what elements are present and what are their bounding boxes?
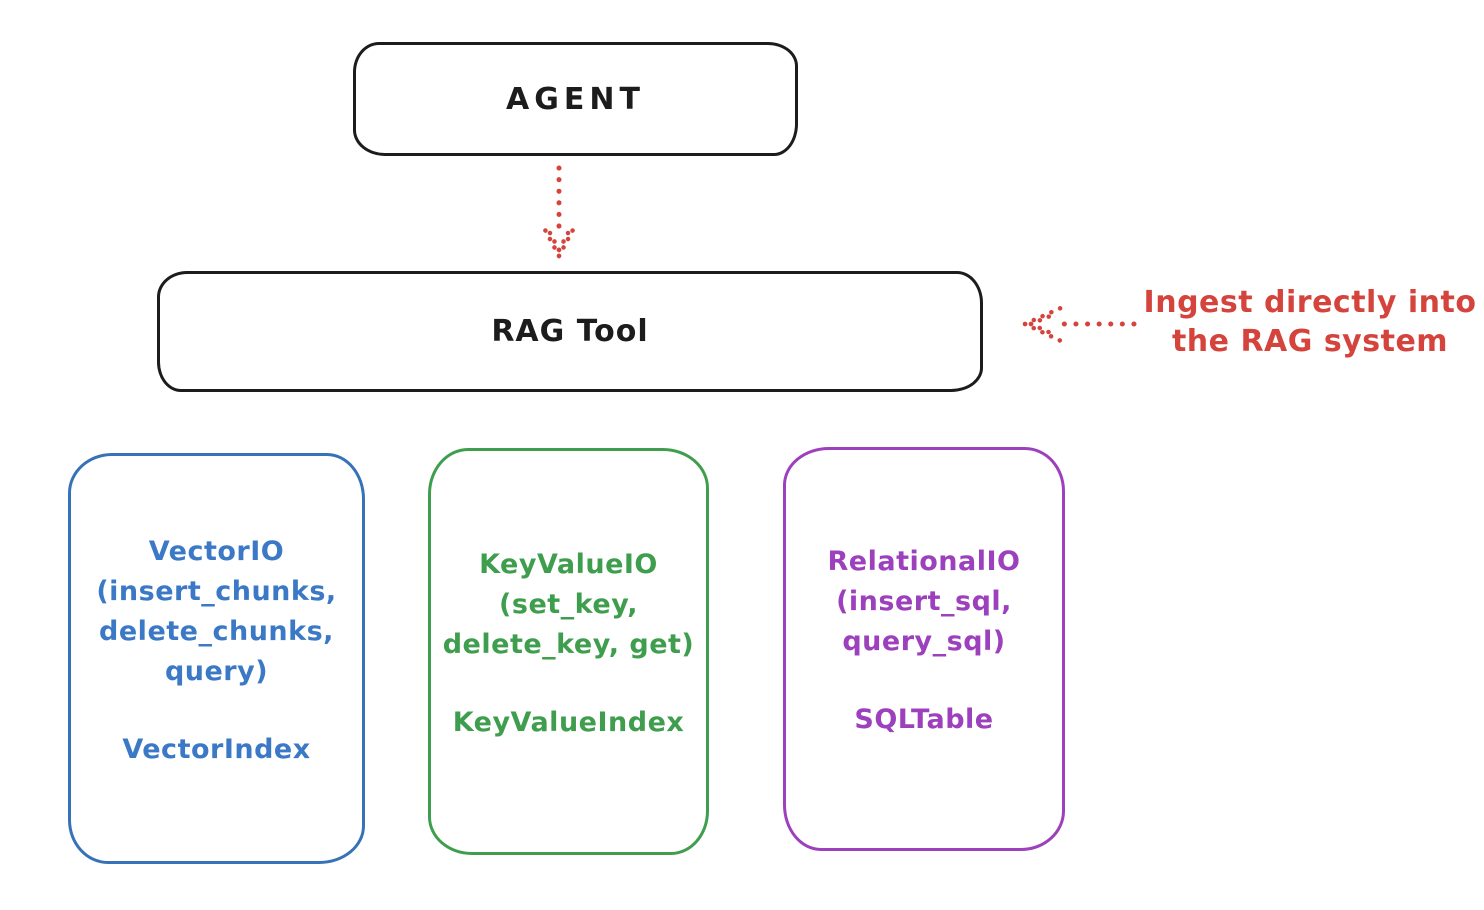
rag-tool-node: RAG Tool bbox=[157, 271, 983, 392]
relational-io-node: RelationalIO (insert_sql, query_sql) SQL… bbox=[783, 447, 1065, 851]
vector-io-params-line3: query) bbox=[164, 655, 269, 687]
vector-io-params-line1: (insert_chunks, bbox=[96, 575, 337, 607]
key-value-io-index-label: KeyValueIndex bbox=[452, 706, 685, 738]
vector-io-title: VectorIO bbox=[148, 535, 285, 567]
vector-io-node: VectorIO (insert_chunks, delete_chunks, … bbox=[68, 453, 365, 864]
ingest-annotation-line1: Ingest directly into bbox=[1143, 285, 1477, 320]
key-value-io-params-line1: (set_key, bbox=[499, 588, 638, 620]
relational-io-params-line1: (insert_sql, bbox=[836, 586, 1012, 617]
relational-io-index-label: SQLTable bbox=[854, 704, 994, 735]
spacer bbox=[786, 662, 1062, 700]
ingest-annotation: Ingest directly into the RAG system bbox=[1138, 283, 1482, 361]
key-value-io-node: KeyValueIO (set_key, delete_key, get) Ke… bbox=[428, 448, 709, 855]
dotted-arrow-left-icon bbox=[1022, 304, 1137, 344]
key-value-io-title: KeyValueIO bbox=[479, 548, 658, 580]
spacer bbox=[71, 692, 362, 730]
dotted-arrow-down-icon bbox=[540, 165, 578, 259]
relational-io-params-line2: query_sql) bbox=[842, 626, 1006, 657]
agent-label: AGENT bbox=[506, 81, 645, 117]
agent-node: AGENT bbox=[353, 42, 798, 156]
vector-io-index-label: VectorIndex bbox=[122, 733, 311, 765]
spacer bbox=[431, 665, 706, 703]
rag-tool-label: RAG Tool bbox=[491, 314, 649, 349]
relational-io-title: RelationalIO bbox=[827, 546, 1021, 577]
ingest-annotation-line2: the RAG system bbox=[1171, 324, 1449, 359]
key-value-io-params-line2: delete_key, get) bbox=[442, 628, 695, 660]
vector-io-params-line2: delete_chunks, bbox=[99, 615, 334, 647]
